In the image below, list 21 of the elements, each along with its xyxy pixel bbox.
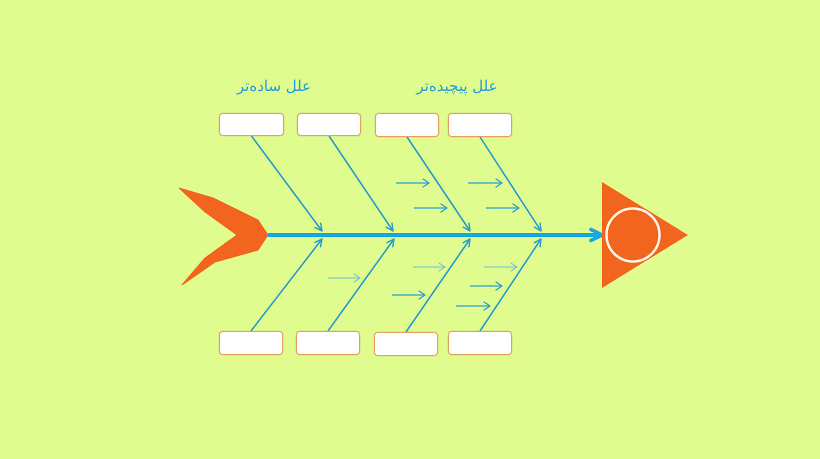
answer-box (375, 113, 439, 137)
answer-box (374, 332, 438, 356)
bone-arrow (406, 136, 471, 232)
answer-box (296, 331, 360, 355)
answer-box (448, 113, 512, 137)
bone-arrow (327, 238, 395, 332)
group-heading: علل ساده‌تر (235, 76, 312, 97)
answer-box (297, 113, 361, 136)
fish-head (602, 182, 688, 288)
bone-arrow (328, 136, 394, 232)
bone-arrow (405, 238, 471, 332)
spine-arrow (268, 228, 604, 242)
answer-box (219, 113, 284, 136)
bone-arrow (479, 238, 542, 332)
bone-arrow (250, 238, 323, 332)
group-heading: علل پیچیده‌تر (414, 76, 499, 97)
answer-box (448, 331, 512, 355)
bone-arrow (250, 136, 323, 232)
fish-tail (179, 185, 268, 285)
answer-box (219, 331, 283, 355)
bone-arrow (479, 136, 542, 232)
